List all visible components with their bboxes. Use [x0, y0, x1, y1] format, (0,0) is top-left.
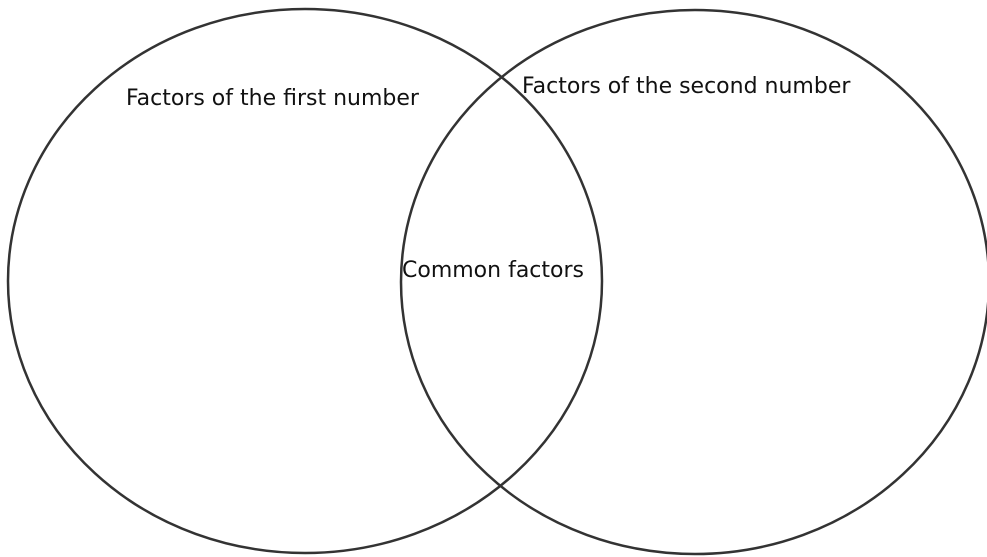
- label-common-factors: Common factors: [402, 258, 584, 283]
- circle-second-number: [399, 8, 987, 556]
- label-first-number: Factors of the first number: [126, 86, 419, 111]
- circle-first-number: [6, 7, 604, 555]
- label-second-number: Factors of the second number: [522, 74, 851, 99]
